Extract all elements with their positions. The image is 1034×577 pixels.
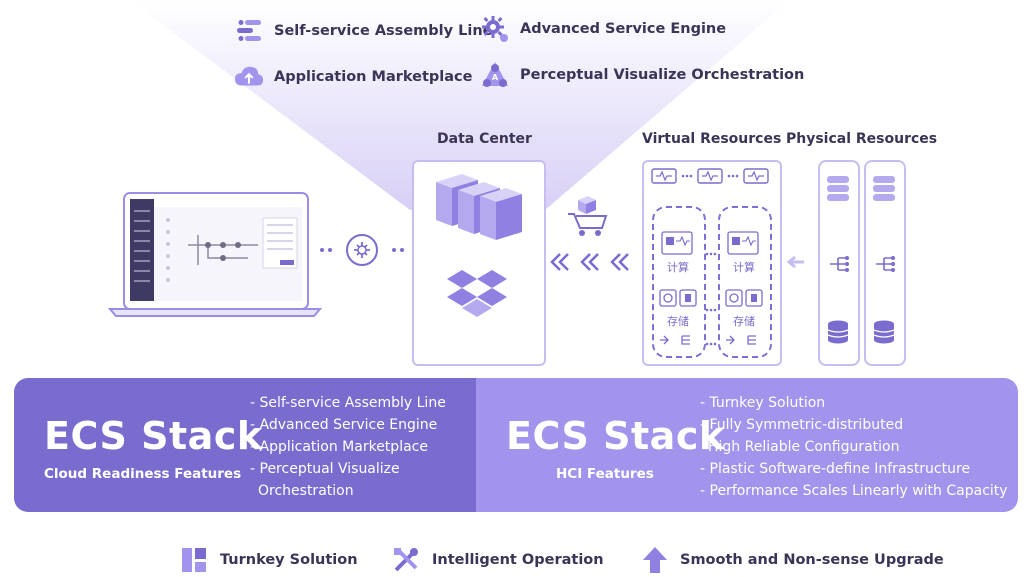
feature-perceptual-visualize-orchestration: A Perceptual Visualize Orchestration xyxy=(480,60,804,90)
virtual-node-2 xyxy=(718,206,772,358)
bottom-feature-upgrade: Smooth and Non-sense Upgrade xyxy=(642,546,944,574)
flow-chevrons xyxy=(550,253,629,271)
left-band-item: Orchestration xyxy=(258,483,354,499)
right-band-item: - Plastic Software-define Infrastructure xyxy=(700,461,971,477)
physical-resources-title: Physical Resources xyxy=(786,131,938,147)
dropbox-icon xyxy=(447,270,507,317)
virtual-node-icons xyxy=(659,231,763,346)
laptop-illustration xyxy=(108,192,322,317)
bottom-feature-turnkey: Turnkey Solution xyxy=(180,546,358,574)
feature-self-service-assembly-line: Self-service Assembly Line xyxy=(234,16,492,46)
right-band-item: - Performance Scales Linearly with Capac… xyxy=(700,483,1008,499)
shopping-cart-icon xyxy=(568,196,608,236)
right-band-title: ECS Stack xyxy=(506,414,725,458)
right-band-feature-list: - Turnkey Solution - Fully Symmetric-dis… xyxy=(700,392,1008,502)
right-band-item: - Fully Symmetric-distributed xyxy=(700,417,904,433)
right-band-item: - Turnkey Solution xyxy=(700,395,826,411)
virtual-node-1 xyxy=(652,206,706,358)
physical-to-virtual-arrow xyxy=(786,255,804,269)
svg-text:A: A xyxy=(492,73,499,82)
right-band-subtitle: HCI Features xyxy=(556,466,654,482)
left-band-item: - Self-service Assembly Line xyxy=(250,395,446,411)
turnkey-icon xyxy=(182,548,206,572)
right-band-item: High Reliable Configuration xyxy=(708,439,900,455)
orchestration-icon: A xyxy=(480,60,510,90)
network-connector xyxy=(320,234,404,266)
left-band-title: ECS Stack xyxy=(44,414,263,458)
left-band-subtitle: Cloud Readiness Features xyxy=(44,466,242,482)
ecs-stack-hci-band xyxy=(476,378,1018,512)
data-center-title: Data Center xyxy=(437,131,532,147)
left-band-item: - Perceptual Visualize xyxy=(250,461,400,477)
ecs-stack-cloud-readiness-band xyxy=(14,378,476,512)
left-band-feature-list: - Self-service Assembly Line - Advanced … xyxy=(250,392,446,502)
server-rack-icon xyxy=(436,174,522,240)
storage-label-1: 存储 xyxy=(667,315,689,328)
compute-label-2: 计算 xyxy=(733,261,755,274)
gear-icon xyxy=(480,14,510,44)
virtual-chips-row xyxy=(651,168,769,184)
bottom-feature-intelligent-operation: Intelligent Operation xyxy=(392,546,604,574)
tools-icon xyxy=(394,548,418,572)
virtual-resources-panel xyxy=(642,160,782,366)
data-center-panel xyxy=(412,160,546,366)
feature-advanced-service-engine: Advanced Service Engine xyxy=(480,14,726,44)
upgrade-arrow-icon xyxy=(643,547,667,573)
cloud-upload-icon xyxy=(234,62,264,92)
left-band-item: - Application Marketplace xyxy=(250,439,428,455)
compute-label-1: 计算 xyxy=(667,261,689,274)
physical-server-icons xyxy=(827,176,895,344)
assembly-line-icon xyxy=(234,16,264,46)
feature-application-marketplace: Application Marketplace xyxy=(234,62,472,92)
storage-label-2: 存储 xyxy=(733,315,755,328)
virtual-resources-title: Virtual Resources xyxy=(642,131,782,147)
left-band-item: - Advanced Service Engine xyxy=(250,417,438,433)
